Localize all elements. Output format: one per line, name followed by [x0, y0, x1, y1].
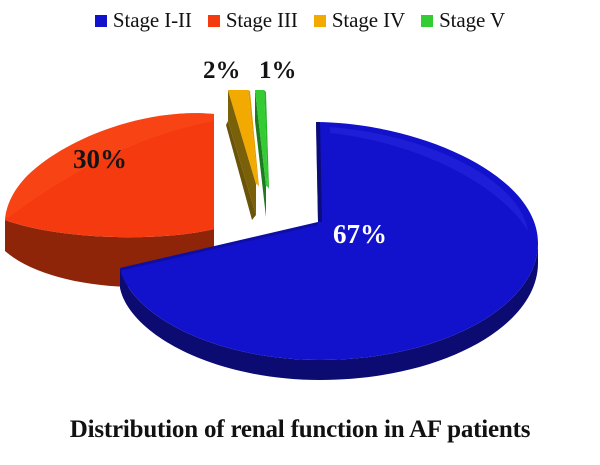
legend-swatch-icon-stage-iii	[207, 15, 220, 27]
data-label-stage-iii: 30%	[73, 144, 127, 174]
legend-item-stage-i-ii[interactable]: Stage I-II	[94, 7, 192, 32]
pie-chart-plot-area	[5, 90, 538, 380]
legend-item-stage-v[interactable]: Stage V	[421, 7, 506, 32]
legend-item-stage-iii[interactable]: Stage III	[207, 7, 298, 32]
legend-swatch-icon-stage-iv	[313, 15, 326, 27]
pie-slice-stage-v[interactable]	[255, 90, 269, 217]
pie-slice-stage-iii-top	[5, 113, 214, 238]
chart-legend: Stage I-II Stage III Stage IV Stage V	[0, 5, 600, 35]
legend-label-stage-iv: Stage IV	[331, 7, 406, 32]
pie-slice-stage-iv-side2	[226, 121, 256, 220]
legend-swatch-icon-stage-v	[421, 15, 434, 27]
pie-slice-stage-v-side	[255, 90, 266, 217]
legend-label-stage-iii: Stage III	[225, 7, 298, 32]
pie-slice-stage-i-ii-notch-edge	[316, 122, 322, 222]
pie-slice-stage-iii[interactable]	[5, 113, 214, 287]
data-label-stage-iv: 2%	[203, 57, 241, 84]
legend-item-stage-iv[interactable]: Stage IV	[313, 7, 406, 32]
data-label-stage-v: 1%	[259, 57, 297, 84]
pie-slice-stage-i-ii[interactable]	[120, 122, 538, 380]
pie-slice-stage-i-ii-side	[120, 243, 538, 380]
legend-swatch-icon-stage-i-ii	[94, 15, 107, 27]
pie-slice-stage-v-top2	[264, 90, 269, 189]
pie-slice-stage-v-top	[255, 90, 268, 187]
legend-label-stage-v: Stage V	[439, 7, 506, 32]
chart-title: Distribution of renal function in AF pat…	[69, 416, 531, 443]
pie-slice-stage-i-ii-sheen	[330, 127, 528, 231]
pie-slice-stage-i-ii-top	[120, 122, 538, 360]
pie-slice-stage-iii-highlight	[5, 113, 214, 220]
pie-slice-stage-iv[interactable]	[226, 90, 259, 220]
pie-slice-stage-i-ii-left-edge	[120, 222, 318, 271]
legend-label-stage-i-ii: Stage I-II	[112, 7, 192, 32]
data-label-stage-i-ii: 67%	[333, 219, 387, 249]
pie-slice-stage-iv-side	[228, 90, 256, 215]
pie-slice-stage-iv-top2	[248, 90, 259, 187]
